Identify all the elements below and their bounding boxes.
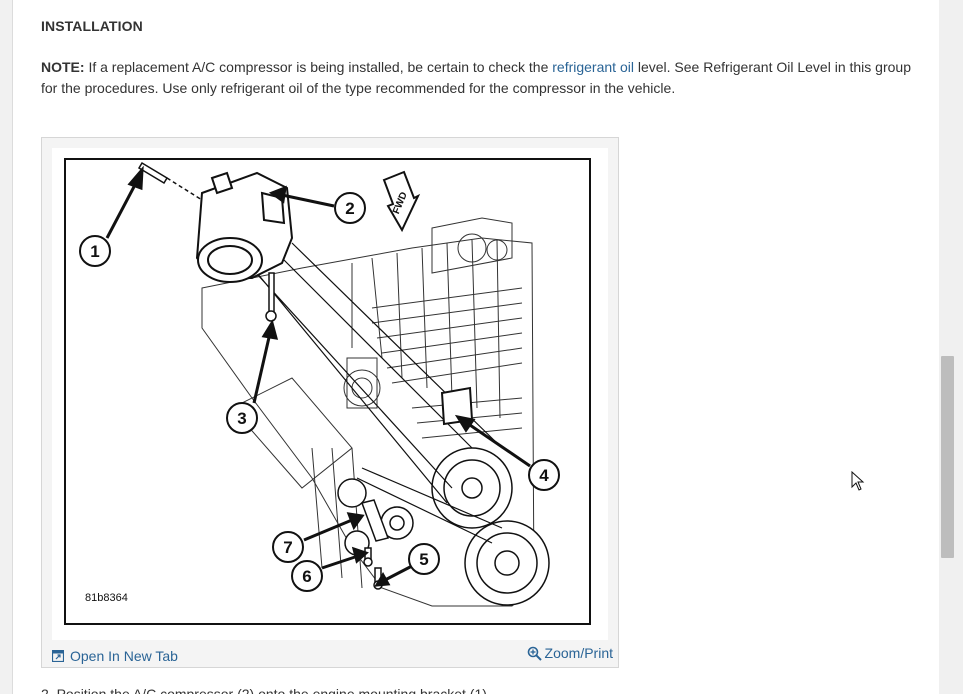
callout-1: 1 — [79, 235, 111, 267]
callout-label-4: 4 — [539, 466, 549, 485]
note-paragraph: NOTE: If a replacement A/C compressor is… — [41, 57, 921, 99]
figure-illustration[interactable]: FWD — [52, 148, 608, 640]
callout-label-1: 1 — [90, 242, 99, 261]
scrollbar-thumb[interactable] — [941, 356, 954, 558]
zoom-print-label: Zoom/Print — [544, 645, 613, 661]
callout-2: 2 — [334, 192, 366, 224]
figure-toolbar: Open In New Tab Zoom/Print — [42, 642, 618, 668]
figure-card: FWD — [41, 137, 619, 668]
fwd-arrow: FWD — [382, 170, 421, 233]
callout-label-2: 2 — [345, 199, 354, 218]
image-code: 81b8364 — [85, 592, 128, 604]
zoom-print-link[interactable]: Zoom/Print — [527, 645, 613, 661]
refrigerant-oil-link[interactable]: refrigerant oil — [552, 59, 634, 75]
mouse-pointer-icon — [851, 471, 865, 491]
callout-label-7: 7 — [283, 538, 292, 557]
open-in-new-tab-link[interactable]: Open In New Tab — [52, 648, 178, 664]
content-page: INSTALLATION NOTE: If a replacement A/C … — [13, 0, 939, 694]
callouts: 1 2 3 4 5 6 7 — [79, 192, 560, 592]
callout-label-5: 5 — [419, 550, 428, 569]
scrollbar-track[interactable] — [939, 0, 963, 694]
bolts — [137, 161, 389, 590]
callout-3: 3 — [226, 402, 258, 434]
note-text-continued: level. See Refrigerant Oil Level in this… — [41, 59, 911, 96]
open-new-tab-icon — [52, 650, 64, 662]
callout-label-3: 3 — [237, 409, 246, 428]
pulleys — [337, 447, 550, 606]
magnifier-plus-icon — [527, 646, 542, 661]
callout-7: 7 — [272, 531, 304, 563]
callout-5: 5 — [408, 543, 440, 575]
open-in-new-tab-label: Open In New Tab — [70, 648, 178, 664]
note-text: If a replacement A/C compressor is being… — [84, 59, 553, 75]
ac-compressor — [195, 171, 294, 283]
callout-label-6: 6 — [302, 567, 311, 586]
compressor-diagram: FWD — [64, 158, 591, 625]
note-label: NOTE: — [41, 59, 85, 75]
section-heading: INSTALLATION — [41, 18, 143, 34]
leader-arrows — [105, 165, 531, 587]
callout-6: 6 — [291, 560, 323, 592]
callout-4: 4 — [528, 459, 560, 491]
left-margin — [0, 0, 13, 694]
step-text-partial: 2. Position the A/C compressor (2) onto … — [41, 686, 487, 694]
